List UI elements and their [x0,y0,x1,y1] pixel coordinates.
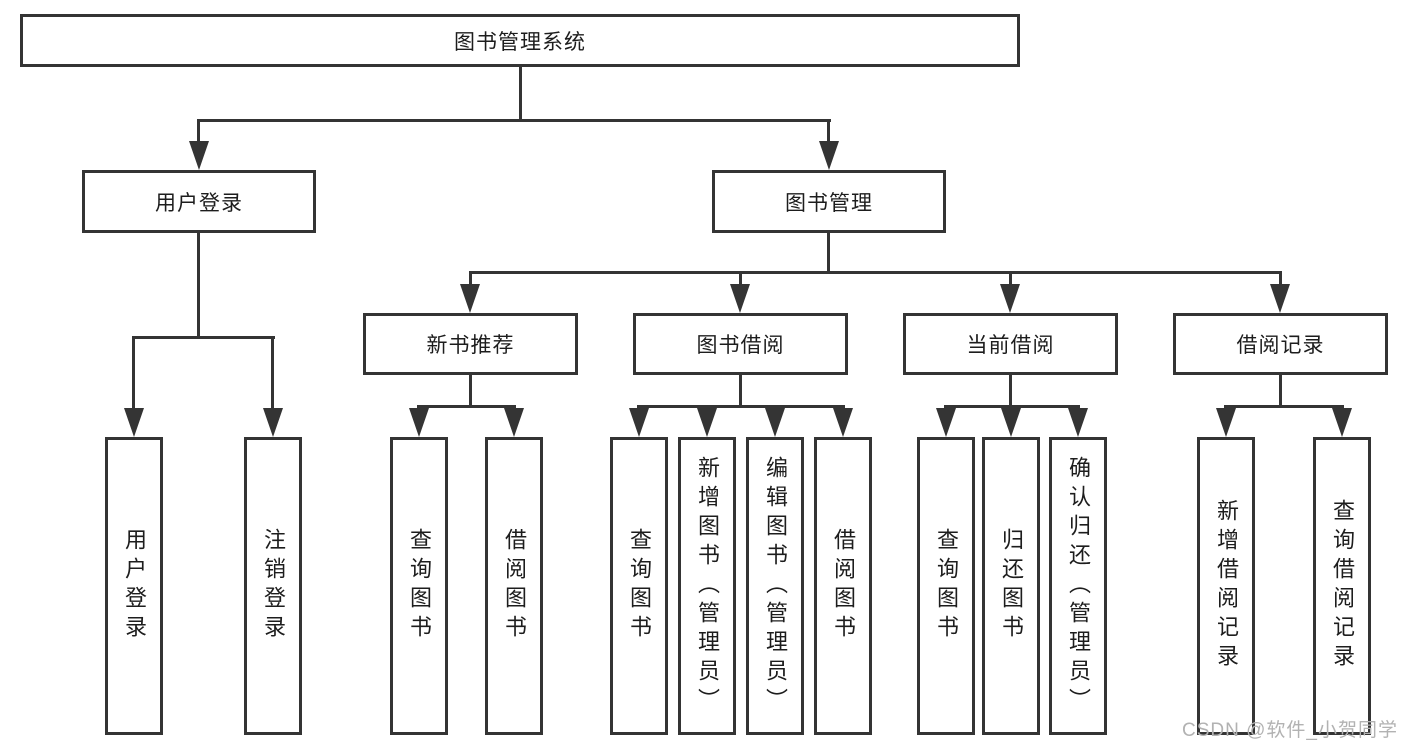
node-label: 用户登录 [122,528,147,644]
arrow-down-icon [409,408,429,437]
leaf-add-borrow-record: 新增借阅记录 [1197,437,1255,735]
connector-line [1009,274,1012,284]
node-label: 查询图书 [934,528,959,644]
connector-line [739,375,742,405]
leaf-query-books-borrow: 查询图书 [610,437,668,735]
arrow-down-icon [629,408,649,437]
arrow-down-icon [697,408,717,437]
arrow-down-icon [189,141,209,170]
connector-line [1224,405,1344,408]
leaf-edit-book-admin: 编辑图书（管理员） [746,437,804,735]
leaf-borrow-books: 借阅图书 [814,437,872,735]
connector-line [197,233,200,336]
connector-line [1009,375,1012,405]
connector-line [827,233,830,271]
connector-line [827,122,830,141]
connector-line [197,122,200,141]
leaf-query-books-current: 查询图书 [917,437,975,735]
arrow-down-icon [1001,408,1021,437]
leaf-return-book: 归还图书 [982,437,1040,735]
arrow-down-icon [1332,408,1352,437]
arrow-down-icon [730,284,750,313]
arrow-down-icon [833,408,853,437]
node-label: 确认归还（管理员） [1066,455,1091,717]
arrow-down-icon [819,141,839,170]
connector-line [469,375,472,405]
arrow-down-icon [504,408,524,437]
arrow-down-icon [1068,408,1088,437]
node-label: 新书推荐 [426,334,515,357]
node-label: 归还图书 [999,528,1024,644]
leaf-query-books-recommend: 查询图书 [390,437,448,735]
node-library-management-system: 图书管理系统 [20,14,1020,67]
node-label: 查询图书 [627,528,652,644]
node-label: 图书管理 [785,191,873,215]
node-label: 新增借阅记录 [1214,499,1239,673]
connector-line [271,339,274,408]
node-label: 图书管理系统 [454,30,586,54]
node-user-login: 用户登录 [82,170,316,233]
connector-line [1279,274,1282,284]
leaf-logout: 注销登录 [244,437,302,735]
node-label: 注销登录 [261,528,286,644]
arrow-down-icon [1000,284,1020,313]
node-book-management: 图书管理 [712,170,946,233]
node-label: 借阅图书 [831,528,856,644]
leaf-add-book-admin: 新增图书（管理员） [678,437,736,735]
arrow-down-icon [460,284,480,313]
arrow-down-icon [936,408,956,437]
arrow-down-icon [765,408,785,437]
arrow-down-icon [1216,408,1236,437]
leaf-confirm-return-admin: 确认归还（管理员） [1049,437,1107,735]
node-borrow-records: 借阅记录 [1173,313,1388,375]
connector-line [637,405,845,408]
connector-line [944,405,1080,408]
node-label: 借阅记录 [1236,334,1325,357]
connector-line [739,274,742,284]
node-label: 查询借阅记录 [1330,499,1355,673]
leaf-query-borrow-record: 查询借阅记录 [1313,437,1371,735]
connector-line [519,67,522,119]
connector-line [132,336,275,339]
node-current-borrow: 当前借阅 [903,313,1118,375]
node-label: 用户登录 [155,191,243,215]
connector-line [417,405,516,408]
arrow-down-icon [263,408,283,437]
node-label: 当前借阅 [966,334,1055,357]
node-label: 借阅图书 [502,528,527,644]
node-label: 查询图书 [407,528,432,644]
node-label: 图书借阅 [696,334,785,357]
connector-line [132,339,135,408]
connector-line [469,274,472,284]
connector-line [197,119,831,122]
node-label: 新增图书（管理员） [695,455,720,717]
node-new-book-recommend: 新书推荐 [363,313,578,375]
leaf-borrow-books-recommend: 借阅图书 [485,437,543,735]
node-book-borrow: 图书借阅 [633,313,848,375]
connector-line [1279,375,1282,405]
leaf-user-login: 用户登录 [105,437,163,735]
watermark-text: CSDN @软件_小贺同学 [1182,720,1398,741]
node-label: 编辑图书（管理员） [763,455,788,717]
arrow-down-icon [124,408,144,437]
arrow-down-icon [1270,284,1290,313]
connector-line [469,271,1282,274]
